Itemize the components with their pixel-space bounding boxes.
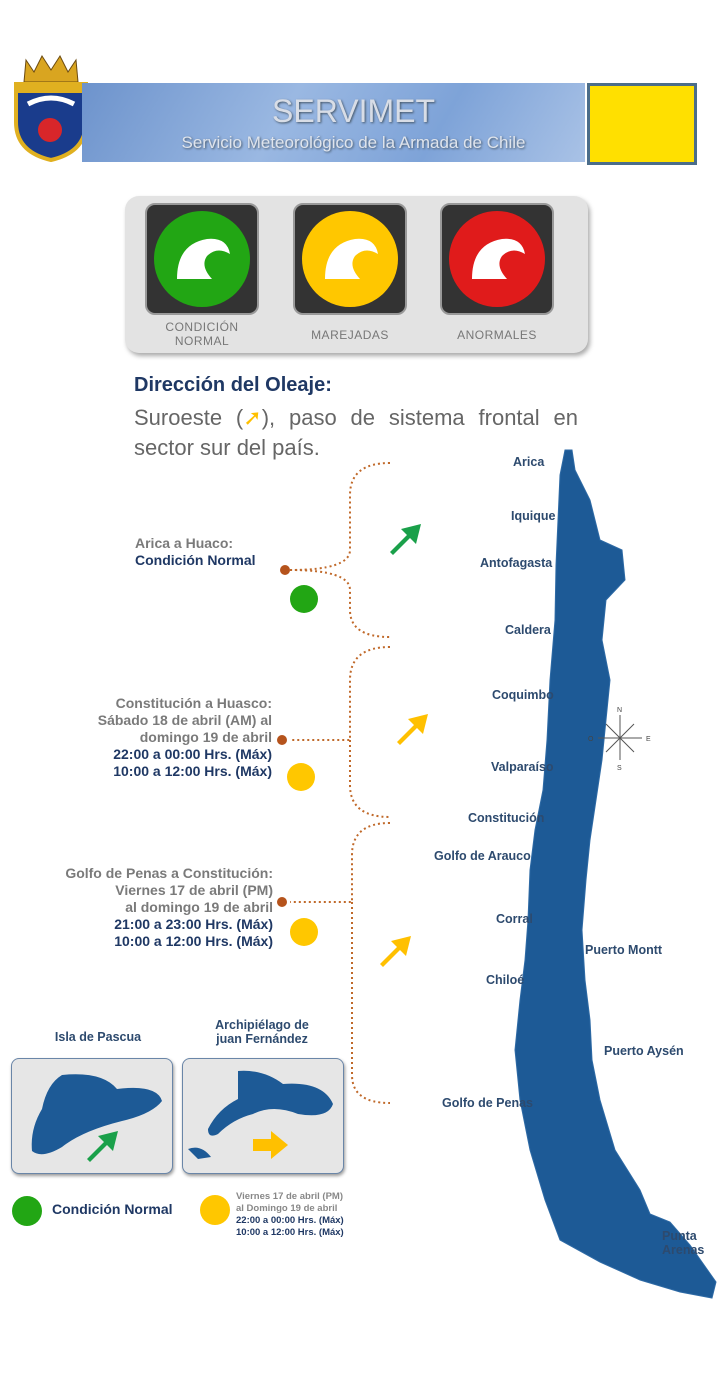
section-date: domingo 19 de abril [139,729,272,745]
arrow-green-icon [390,524,421,555]
compass-icon [598,715,642,760]
header-banner: SERVIMET Servicio Meteorológico de la Ar… [82,83,585,162]
armada-logo [14,54,88,162]
title-line: juan Fernández [216,1032,308,1046]
city-golfo-arauco: Golfo de Arauco [434,849,531,863]
section-arica-huaco: Arica a Huaco: Condición Normal [60,535,340,569]
legend-marejadas-tile [293,203,407,315]
section-title: Arica a Huaco: [135,535,234,551]
wave-icon-marejadas [287,763,315,791]
city-puerto-aysen: Puerto Aysén [604,1044,684,1058]
legend-normal-label: CONDICIÓN NORMAL [165,320,239,348]
legend-normal-tile [145,203,259,315]
direction-text: Suroeste (➚), paso de sistema frontal en… [134,403,578,463]
wave-icon-marejadas [290,918,318,946]
wave-icon [302,211,398,307]
app-title: SERVIMET [272,93,435,129]
status-indicator-yellow [587,83,697,165]
direction-text-a: Suroeste ( [134,405,244,430]
section-title: Constitución a Huasco: [115,695,272,711]
arrow-yellow-icon [380,936,411,967]
legend-anormales-tile [440,203,554,315]
app-subtitle: Servicio Meteorológico de la Armada de C… [181,133,526,152]
section-title: Golfo de Penas a Constitución: [65,865,273,881]
arrow-icon: ➚ [243,405,262,430]
section-penas-constitucion: Golfo de Penas a Constitución: Viernes 1… [20,865,273,950]
section-date: al domingo 19 de abril [125,899,273,915]
legend-anormales-label: ANORMALES [457,328,537,342]
date-line: al Domingo 19 de abril [236,1203,338,1214]
isla-pascua-map [11,1058,173,1174]
date-line: Viernes 17 de abril (PM) [236,1191,344,1202]
compass-o: O [588,736,594,743]
section-time: 21:00 a 23:00 Hrs. (Máx) [114,916,273,932]
city-iquique: Iquique [511,509,556,523]
section-time: 10:00 a 12:00 Hrs. (Máx) [113,763,272,779]
island-marejadas-text: Viernes 17 de abril (PM) al Domingo 19 d… [236,1191,344,1239]
region-brackets [277,462,391,1104]
city-punta: Punta [662,1229,697,1243]
city-puerto-montt: Puerto Montt [585,943,663,957]
city-golfo-penas: Golfo de Penas [442,1096,533,1110]
city-arenas: Arenas [662,1243,705,1257]
direction-heading: Dirección del Oleaje: [134,374,332,396]
wave-icon-normal [12,1196,42,1226]
direction-text-b: ), paso de sistema frontal en sector sur… [134,405,579,460]
section-time: 10:00 a 12:00 Hrs. (Máx) [114,933,273,949]
legend-marejadas-label: MAREJADAS [311,328,389,342]
title-line: Archipiélago de [215,1018,309,1032]
city-caldera: Caldera [505,623,551,637]
section-date: Sábado 18 de abril (AM) al [97,712,272,728]
section-constitucion-huasco: Constitución a Huasco: Sábado 18 de abri… [20,695,272,780]
city-antofagasta: Antofagasta [480,556,553,570]
wave-icon [154,211,250,307]
wave-icon [449,211,545,307]
city-coquimbo: Coquimbo [492,688,554,702]
condition-legend: CONDICIÓN NORMAL MAREJADAS ANORMALES [125,196,588,353]
time-line: 10:00 a 12:00 Hrs. (Máx) [236,1227,344,1238]
isla-pascua-title: Isla de Pascua [54,1030,142,1044]
wave-icon-marejadas [200,1195,230,1225]
wave-icon-normal [290,585,318,613]
city-arica: Arica [513,455,545,469]
compass-e: E [646,736,651,743]
section-status: Condición Normal [135,552,256,568]
city-constitucion: Constitución [468,811,545,825]
section-date: Viernes 17 de abril (PM) [115,882,273,898]
juan-fernandez-map [182,1058,344,1174]
city-chiloe: Chiloé [486,973,525,987]
city-valparaiso: Valparaíso [491,760,554,774]
compass-s: S [617,765,622,772]
compass-n: N [617,707,622,714]
city-corral: Corral [496,912,533,926]
time-line: 22:00 a 00:00 Hrs. (Máx) [236,1215,344,1226]
island-normal-label: Condición Normal [52,1201,173,1217]
arrow-yellow-icon [397,714,428,745]
section-time: 22:00 a 00:00 Hrs. (Máx) [113,746,272,762]
